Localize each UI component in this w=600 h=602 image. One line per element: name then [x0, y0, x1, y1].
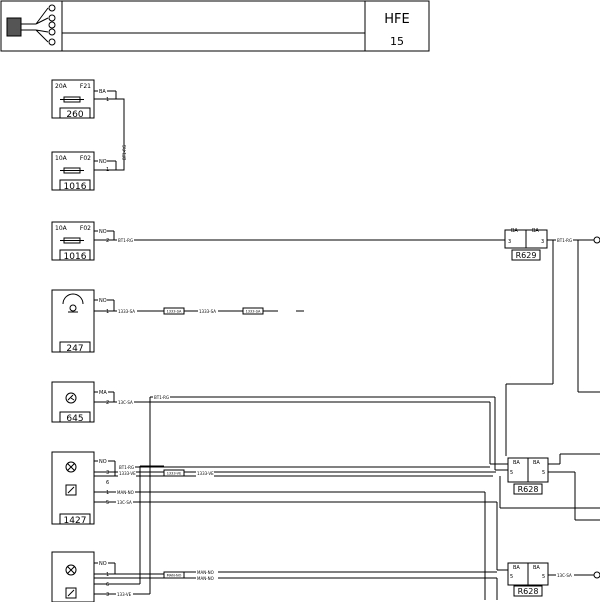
component-1427-wire: NO: [99, 459, 107, 465]
header-block: HFE 15: [0, 0, 430, 52]
component-247-wire: NO: [99, 298, 107, 304]
wire-label: 1333-SA: [199, 309, 216, 314]
wire-label: MAN-NO: [197, 576, 214, 581]
component-1016-a: 10A F02 1016 NO 1: [51, 151, 116, 192]
r628b-left-pin: 5: [510, 574, 513, 580]
component-645-pin: 2: [106, 400, 109, 406]
component-1016a-amp: 10A: [55, 155, 68, 162]
component-1016b-id: 1016: [64, 252, 87, 262]
connector-symbol-icon: [6, 4, 56, 46]
component-1016-b: 10A F02 1016 NO 2 BT1-RG: [51, 221, 500, 262]
component-1427: 1427 NO 3 6 1 5 BT1-RG 1333-VE 1333-VE 1…: [51, 451, 504, 600]
connector-r628-lower: BA BA 5 5 R628 13C-SA: [496, 562, 600, 600]
wire-bt1-top: BT1-RG: [149, 395, 504, 594]
wire-label: 1333-SA: [246, 310, 261, 314]
component-1016b-pin: 2: [106, 238, 109, 244]
pin-1: 1: [106, 490, 109, 496]
component-1016b-wire: NO: [99, 229, 107, 235]
component-260: 20A F21 260 BA 1: [51, 79, 116, 120]
switch-icon: [65, 484, 77, 496]
terminal-icon: [593, 236, 600, 244]
connector-r628-upper: BA BA 5 5 R628: [499, 453, 600, 521]
wire-label: 1333-VE: [167, 472, 182, 476]
r629-left-pin: 3: [508, 239, 511, 245]
wire-label: 1333-VE: [197, 471, 214, 476]
r629-id: R629: [516, 251, 537, 260]
header-page: 15: [390, 35, 404, 48]
r628a-left-wire: BA: [513, 460, 520, 466]
wire-label: 133-VE: [117, 592, 132, 597]
r629-left-wire: BA: [511, 228, 518, 234]
component-1016b-fuse: F02: [80, 225, 91, 232]
wires-r629-drops: [505, 240, 600, 456]
wire-label: BT1-RG: [119, 465, 134, 470]
r628a-right-wire: BA: [533, 460, 540, 466]
pin-3: 3: [106, 592, 109, 598]
component-1427-id: 1427: [64, 516, 87, 526]
wire-label: 13C-SA: [117, 500, 132, 505]
component-247-id: 247: [66, 344, 83, 354]
r628b-right-wire: BA: [533, 565, 540, 571]
component-bottom-wire: NO: [99, 561, 107, 567]
link-label: BT1-RG: [122, 145, 127, 160]
wire-label: 13C-SA: [557, 573, 572, 578]
r628a-id: R628: [518, 485, 539, 494]
wire-label: 13C-SA: [118, 400, 133, 405]
component-260-fuse: F21: [80, 83, 91, 90]
terminal-icon: [593, 571, 600, 579]
component-247: 247 NO 1 1333-SA 1333-SA 1333-SA 1333-SA: [51, 289, 304, 354]
r628a-right-pin: 5: [542, 470, 545, 476]
wire-label: MAN-NO: [117, 490, 134, 495]
component-1016a-wire: NO: [99, 159, 107, 165]
wire-label: MAN-NO: [197, 570, 214, 575]
link-260-1016: BT1-RG: [115, 91, 127, 171]
header-code: HFE: [384, 12, 409, 27]
r628a-left-pin: 5: [510, 470, 513, 476]
wire-label: 1333-SA: [167, 310, 182, 314]
component-260-pin: 1: [106, 97, 109, 103]
lamp-cross-icon: [65, 461, 77, 473]
component-260-amp: 20A: [55, 83, 68, 90]
wire-label: 1333-VE: [119, 471, 136, 476]
wire-label: BT1-RG: [557, 238, 572, 243]
connector-r629: BA BA 3 3 R629 BT1-RG: [500, 228, 600, 261]
r628b-left-wire: BA: [513, 565, 520, 571]
pin-5: 5: [106, 500, 109, 506]
pin-6: 6: [106, 582, 109, 588]
r629-right-wire: BA: [532, 228, 539, 234]
wire-label: 1333-SA: [118, 309, 135, 314]
component-1016a-id: 1016: [64, 182, 87, 192]
component-645-id: 645: [66, 414, 83, 424]
lamp-icon: [62, 293, 84, 313]
component-645: 645 MA 2 13C-SA: [51, 381, 504, 465]
switch-icon: [65, 587, 77, 599]
wire-label: BT1-RG: [154, 395, 169, 400]
component-1016b-amp: 10A: [55, 225, 68, 232]
r628b-id: R628: [518, 587, 539, 596]
component-260-id: 260: [66, 110, 83, 120]
wire-label: BT1-RG: [118, 238, 133, 243]
gauge-icon: [65, 392, 77, 404]
component-1016a-fuse: F02: [80, 155, 91, 162]
component-260-wire: BA: [99, 89, 106, 95]
component-247-pin: 1: [106, 309, 109, 315]
pin-1: 1: [106, 572, 109, 578]
r629-right-pin: 3: [541, 239, 544, 245]
wire-label: MAN-NO: [167, 574, 182, 578]
pin-3: 3: [106, 470, 109, 476]
pin-6: 6: [106, 480, 109, 486]
component-bottom: NO 1 6 3 MAN-NO MAN-NO MAN-NO 133-VE: [51, 465, 497, 602]
lamp-cross-icon: [65, 564, 77, 576]
component-645-wire: MA: [99, 390, 107, 396]
r628b-right-pin: 5: [542, 574, 545, 580]
